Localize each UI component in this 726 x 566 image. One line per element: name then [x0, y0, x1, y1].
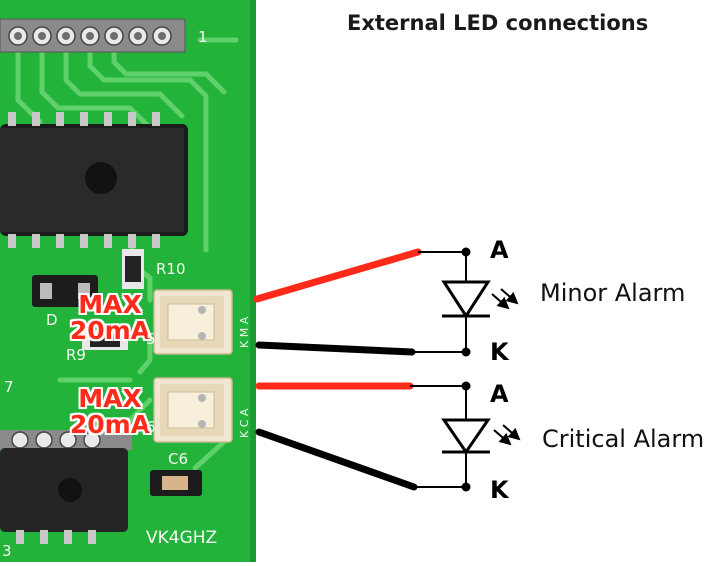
minor-cathode-label: K — [490, 338, 509, 366]
silk-d: D — [46, 311, 58, 329]
minor-anode-label: A — [490, 236, 509, 264]
pcb-edge — [250, 0, 256, 562]
silk-6: 6 — [146, 418, 156, 436]
max-label-line2: 20mA — [69, 316, 151, 345]
led-label-minor: Minor Alarm — [540, 279, 686, 307]
capacitor-c6 — [150, 470, 202, 496]
wire-minor-cathode — [255, 341, 416, 356]
diagram-title: External LED connections — [347, 11, 649, 35]
wires — [253, 248, 422, 491]
silk-3: 3 — [2, 542, 12, 560]
max-current-label-minor: MAX 20mA — [60, 292, 160, 344]
critical-cathode-label: K — [490, 476, 509, 504]
connector-critical — [153, 377, 233, 443]
silk-header-minor-pins: K M A — [238, 316, 251, 348]
resistor-r9 — [82, 330, 128, 350]
led-label-critical: Critical Alarm — [542, 425, 705, 453]
critical-anode-label: A — [490, 380, 509, 408]
silk-r9: R9 — [66, 346, 86, 364]
max-label-line2: 20mA — [69, 410, 151, 439]
silk-1: 1 — [198, 28, 208, 46]
ic-small — [0, 430, 132, 544]
pin-header-top — [0, 18, 186, 53]
max-label-line1: MAX — [78, 384, 142, 413]
silk-5: 5 — [146, 330, 156, 348]
max-current-label-critical: MAX 20mA — [60, 386, 160, 438]
led-schematic-minor — [412, 247, 519, 357]
connector-minor — [153, 289, 233, 355]
component-d — [32, 275, 98, 307]
silk-c6: C6 — [168, 450, 189, 468]
wire-minor-anode — [253, 248, 422, 303]
silk-maker: VK4GHZ — [146, 528, 218, 548]
ic-large — [0, 112, 188, 248]
max-label-line1: MAX — [78, 290, 142, 319]
silk-7: 7 — [4, 378, 14, 396]
wire-critical-cathode — [255, 428, 418, 491]
silk-header-critical-pins: K C A — [238, 408, 251, 438]
silk-r10: R10 — [156, 260, 186, 278]
resistor-r10 — [122, 249, 144, 289]
led-schematic-critical — [410, 381, 521, 492]
